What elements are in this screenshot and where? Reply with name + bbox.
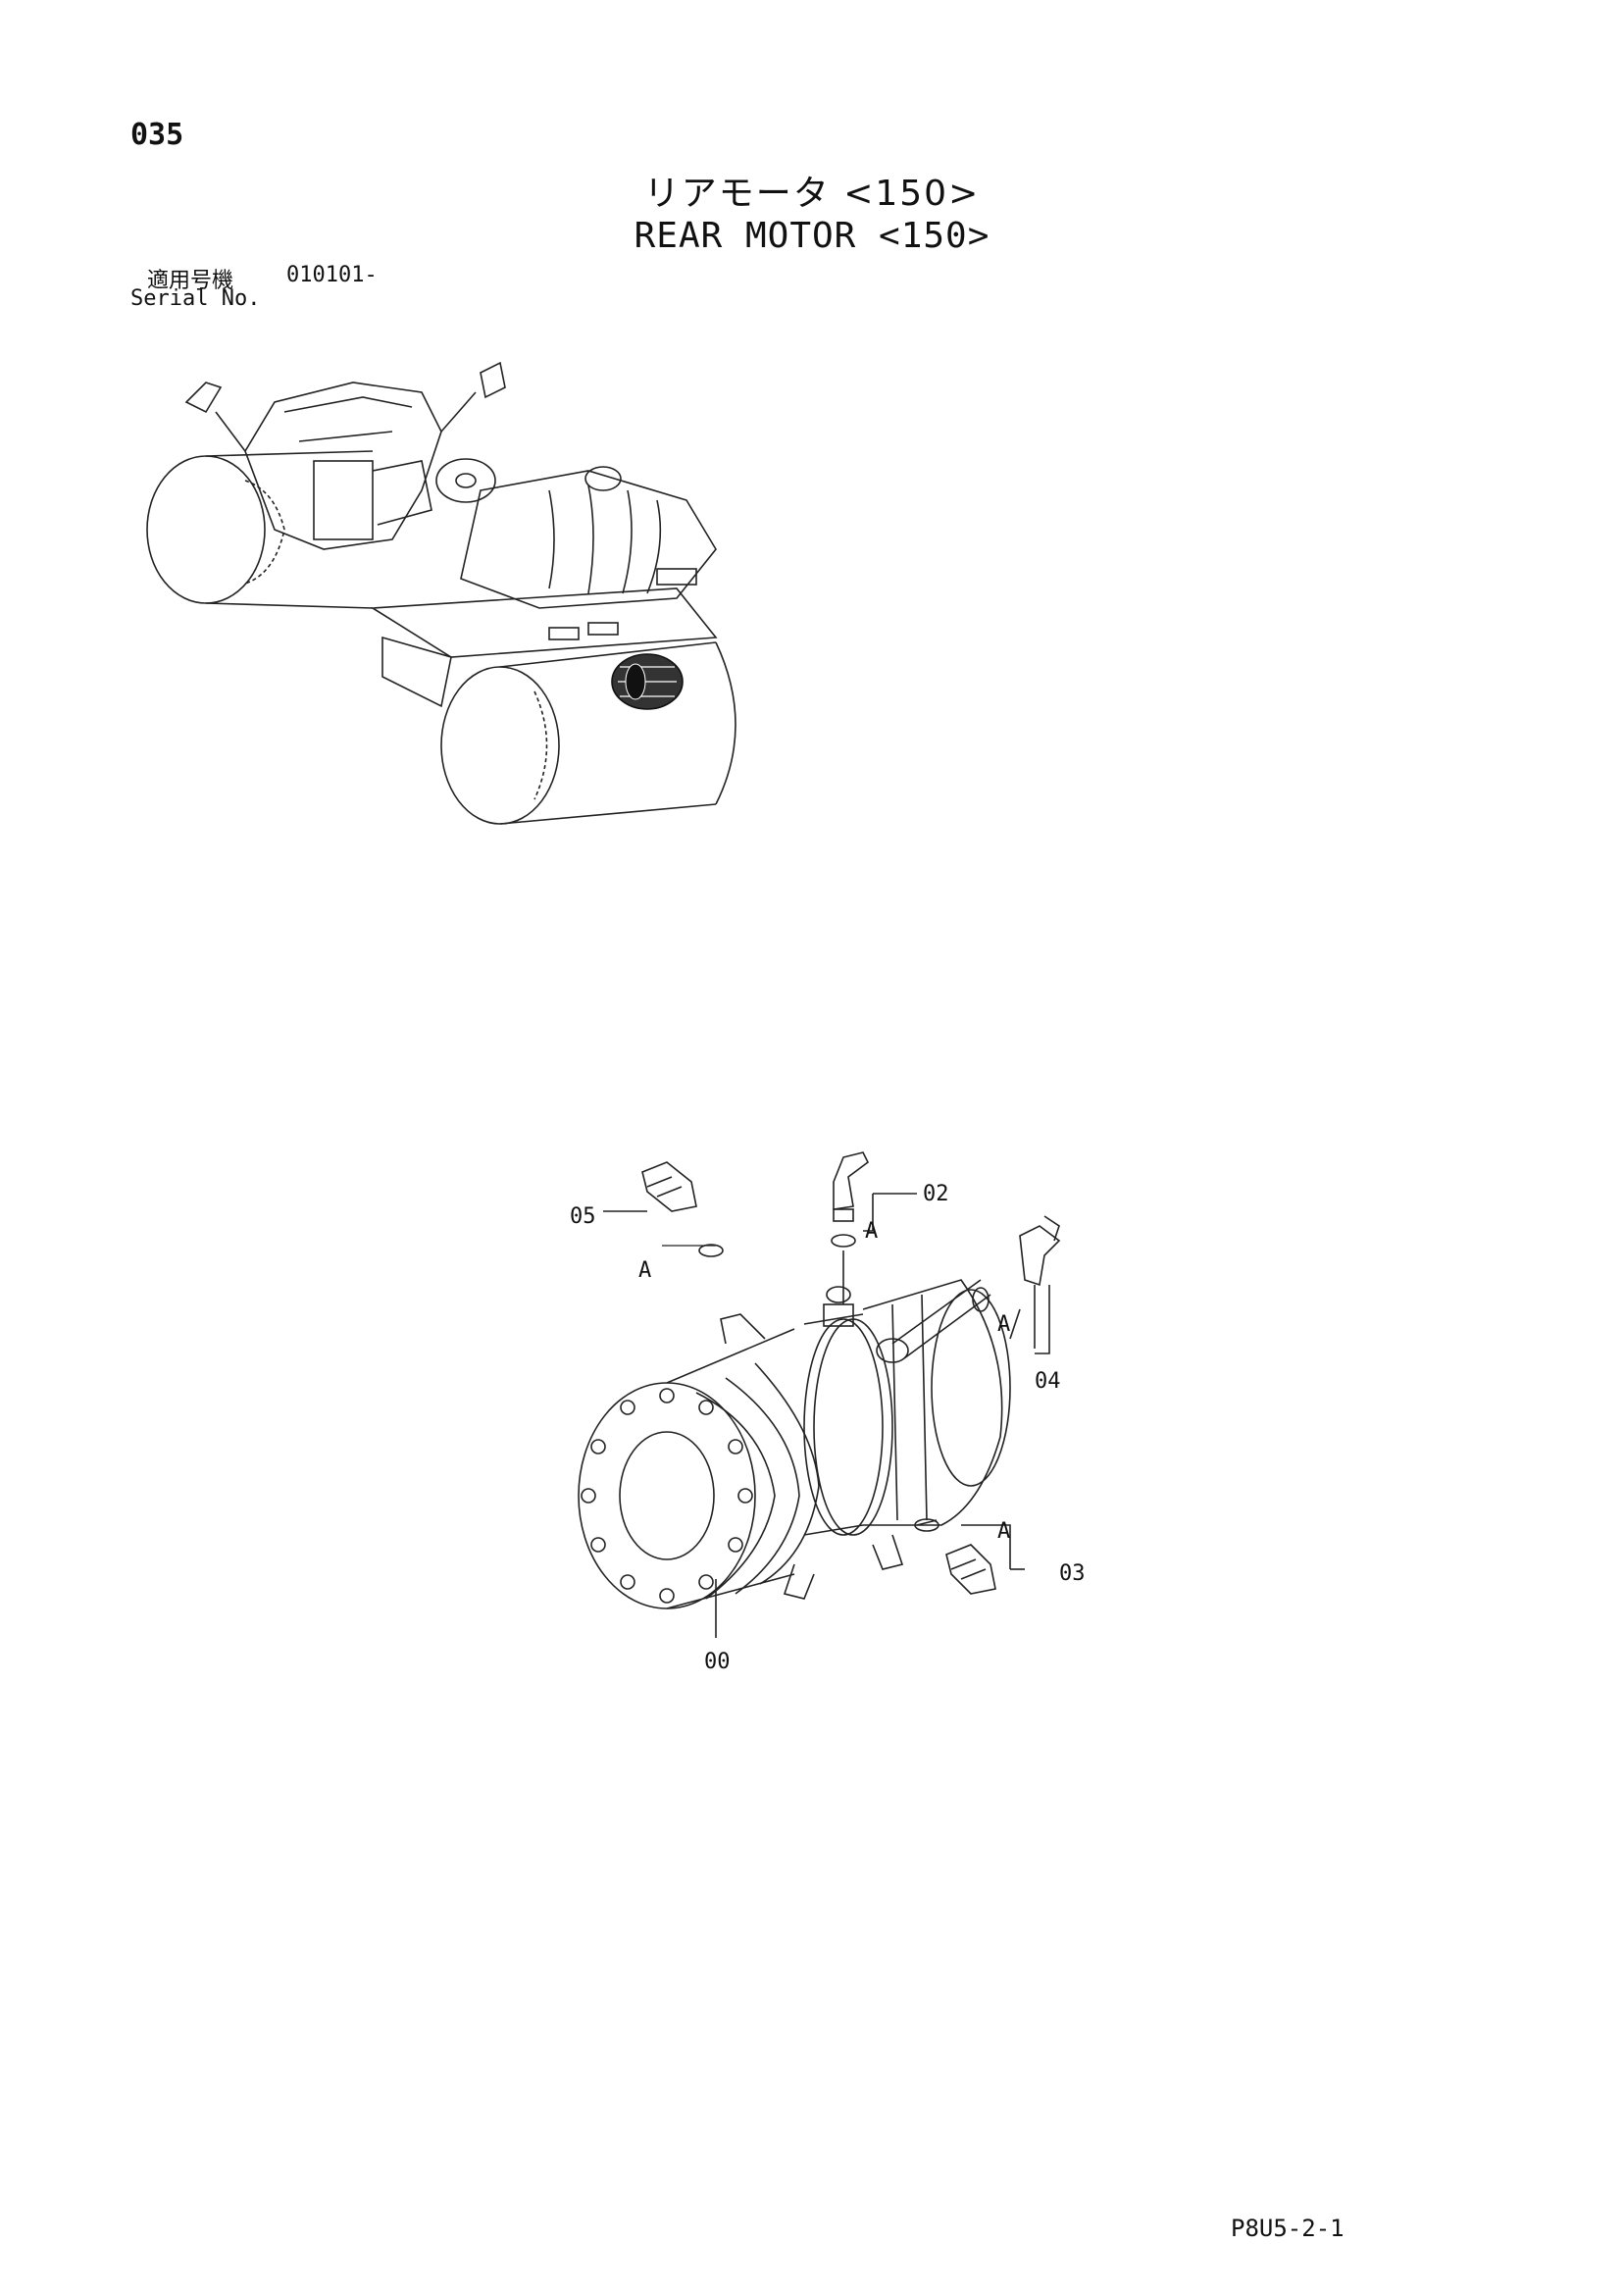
callout-05: 05 [570,1204,596,1229]
page-number: 035 [130,118,184,152]
fitting-03 [914,1518,996,1595]
callout-00: 00 [704,1650,731,1674]
rear-motor-location-highlight [611,653,684,710]
flange-bolt-holes [581,1388,753,1604]
callout-02: 02 [923,1182,949,1206]
serial-value: 010101- [286,263,378,287]
callout-04: 04 [1035,1369,1061,1394]
callout-a-04: A [997,1312,1011,1337]
rear-motor-diagram [578,1151,1061,1638]
callout-a-05: A [638,1258,652,1283]
document-code: P8U5-2-1 [1231,2215,1345,2242]
serial-label-japanese: 適用号機 [147,269,234,293]
machine-overview-illustration [146,361,736,825]
title-english: REAR MOTOR <150> [634,216,990,256]
motor-flange [578,1382,756,1609]
callout-a-02: A [865,1219,879,1244]
serial-label-english: Serial No. [130,286,261,311]
callout-a-03: A [997,1519,1011,1544]
title-japanese: リアモータ <150> [643,174,981,214]
fitting-05 [641,1161,724,1257]
fitting-02 [831,1151,870,1248]
callout-03: 03 [1059,1561,1086,1586]
fitting-04 [972,1215,1061,1312]
